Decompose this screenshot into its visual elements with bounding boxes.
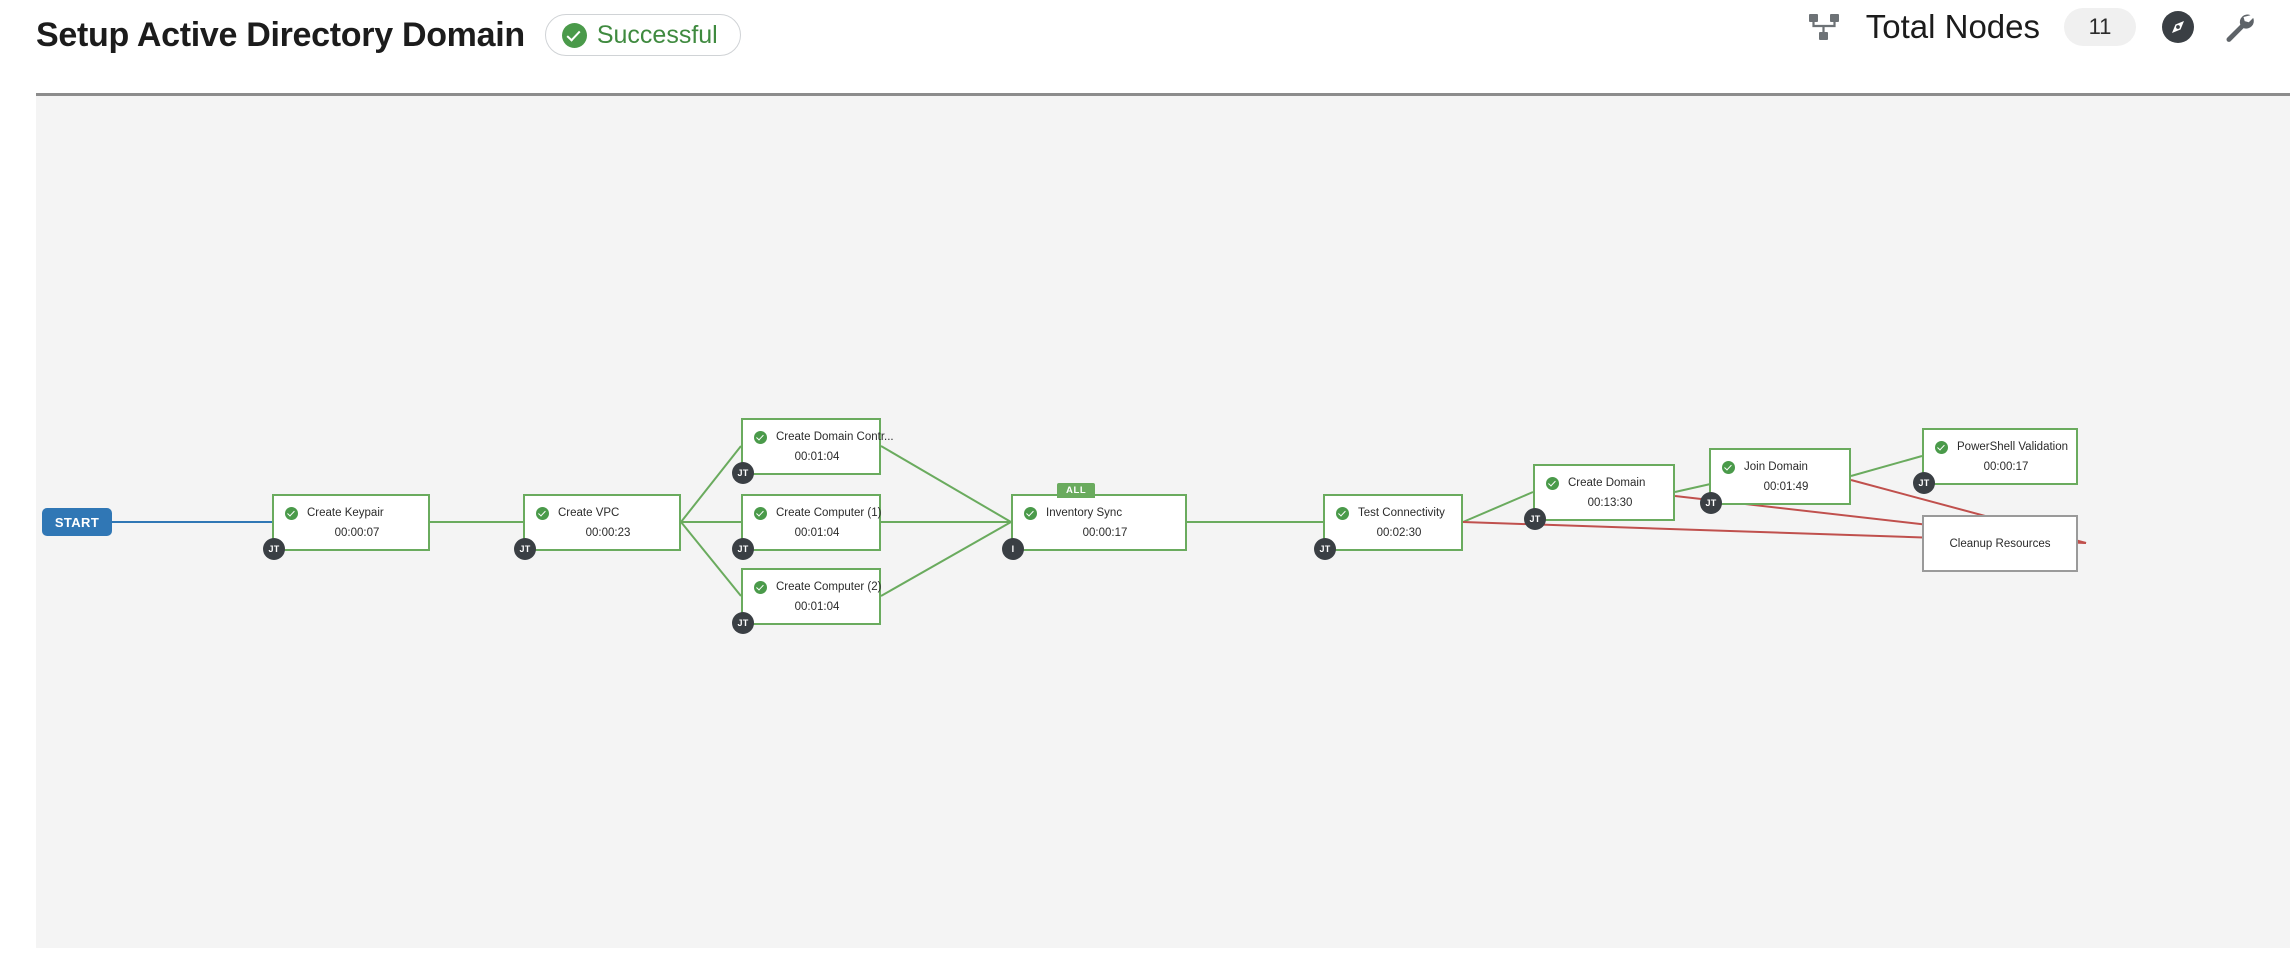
node-header: PowerShell Validation [1924, 440, 2076, 454]
edge-domain-controller-to-inventory [880, 445, 1012, 523]
wrench-icon[interactable] [2220, 9, 2256, 45]
node-credential-badge[interactable]: JT [1700, 492, 1722, 514]
node-create-computer-1[interactable]: Create Computer (1) 00:01:04 JT [732, 494, 882, 560]
node-duration: 00:00:23 [585, 526, 631, 539]
node-create-computer-2[interactable]: Create Computer (2) 00:01:04 JT [732, 568, 882, 634]
check-circle-icon [754, 430, 767, 444]
node-title: Create VPC [558, 507, 620, 519]
node-duration: 00:00:17 [1983, 460, 2029, 473]
node-title: Create Keypair [307, 507, 384, 519]
node-powershell-validation[interactable]: PowerShell Validation 00:00:17 JT [1913, 428, 2078, 494]
header-actions: Total Nodes 11 [1808, 8, 2256, 46]
node-title: Create Domain Contr... [776, 431, 894, 443]
node-title: Create Domain [1568, 477, 1646, 489]
node-header: Inventory Sync [1013, 506, 1185, 520]
check-circle-icon [1935, 440, 1948, 454]
node-header: Create Domain [1535, 476, 1673, 490]
node-duration: 00:00:17 [1082, 526, 1128, 539]
total-nodes-count: 11 [2064, 8, 2136, 46]
node-header: Join Domain [1711, 460, 1849, 474]
page-title: Setup Active Directory Domain [36, 15, 525, 54]
node-title: Create Computer (1) [776, 507, 882, 519]
node-duration: 00:02:30 [1376, 526, 1422, 539]
edge-test-connectivity-to-create-domain [1462, 491, 1534, 523]
check-circle-icon [754, 580, 767, 594]
status-badge: Successful [544, 14, 741, 56]
node-title: Inventory Sync [1046, 507, 1123, 519]
edge-vpc-to-computer-2 [680, 521, 742, 597]
node-header: Create Computer (2) [743, 580, 882, 594]
node-duration: 00:13:30 [1587, 496, 1633, 509]
check-circle-icon [1336, 506, 1349, 520]
node-test-connectivity[interactable]: Test Connectivity 00:02:30 JT [1314, 494, 1463, 560]
total-nodes-label: Total Nodes [1865, 8, 2040, 45]
graph-canvas[interactable]: START Create Keypair 00:00:07 JT Create … [36, 93, 2290, 948]
title-group: Setup Active Directory Domain Successful [36, 14, 741, 56]
status-badge-label: Successful [596, 20, 718, 49]
page-header: Setup Active Directory Domain Successful… [0, 0, 2290, 93]
node-duration: 00:01:49 [1763, 480, 1809, 493]
node-title: PowerShell Validation [1957, 441, 2069, 453]
node-credential-badge[interactable]: JT [732, 612, 754, 634]
node-cleanup-resources[interactable]: Cleanup Resources [1922, 515, 2078, 572]
node-credential-badge[interactable]: JT [1524, 508, 1546, 530]
node-duration: 00:01:04 [794, 450, 840, 463]
node-join-domain[interactable]: Join Domain 00:01:49 JT [1700, 448, 1851, 514]
node-title: Create Computer (2) [776, 581, 882, 593]
check-circle-icon [754, 506, 767, 520]
node-title: Cleanup Resources [1949, 537, 2051, 550]
check-circle-icon [285, 506, 298, 520]
node-header: Create Keypair [274, 506, 428, 520]
node-inventory-sync[interactable]: ALL Inventory Sync 00:00:17 I [1002, 483, 1187, 560]
node-header: Test Connectivity [1325, 506, 1461, 520]
node-credential-badge[interactable]: JT [732, 462, 754, 484]
node-credential-badge[interactable]: JT [263, 538, 285, 560]
check-circle-icon [561, 22, 587, 48]
node-create-domain-controller[interactable]: Create Domain Contr... 00:01:04 JT [732, 418, 894, 484]
edge-join-domain-to-powershell [1850, 455, 1923, 477]
node-credential-badge[interactable]: JT [732, 538, 754, 560]
check-circle-icon [1722, 460, 1735, 474]
node-header: Create VPC [525, 506, 679, 520]
node-inventory-badge[interactable]: I [1002, 538, 1024, 560]
edge-computer-2-to-inventory [880, 521, 1012, 597]
node-duration: 00:01:04 [794, 600, 840, 613]
node-header: Create Computer (1) [743, 506, 882, 520]
node-duration: 00:00:07 [334, 526, 380, 539]
node-create-vpc[interactable]: Create VPC 00:00:23 JT [514, 494, 681, 560]
check-circle-icon [1024, 506, 1037, 520]
node-title: Join Domain [1744, 461, 1808, 473]
edge-vpc-to-domain-controller [680, 445, 742, 523]
node-create-domain[interactable]: Create Domain 00:13:30 JT [1524, 464, 1675, 530]
node-duration: 00:01:04 [794, 526, 840, 539]
compass-icon[interactable] [2160, 9, 2196, 45]
node-credential-badge[interactable]: JT [1314, 538, 1336, 560]
sitemap-icon [1808, 12, 1842, 42]
node-title: Test Connectivity [1358, 507, 1445, 519]
check-circle-icon [1546, 476, 1559, 490]
node-credential-badge[interactable]: JT [1913, 472, 1935, 494]
start-node[interactable]: START [42, 508, 112, 536]
node-header: Create Domain Contr... [743, 430, 894, 444]
node-create-keypair[interactable]: Create Keypair 00:00:07 JT [263, 494, 430, 560]
check-circle-icon [536, 506, 549, 520]
node-tag-all: ALL [1057, 483, 1096, 498]
node-credential-badge[interactable]: JT [514, 538, 536, 560]
